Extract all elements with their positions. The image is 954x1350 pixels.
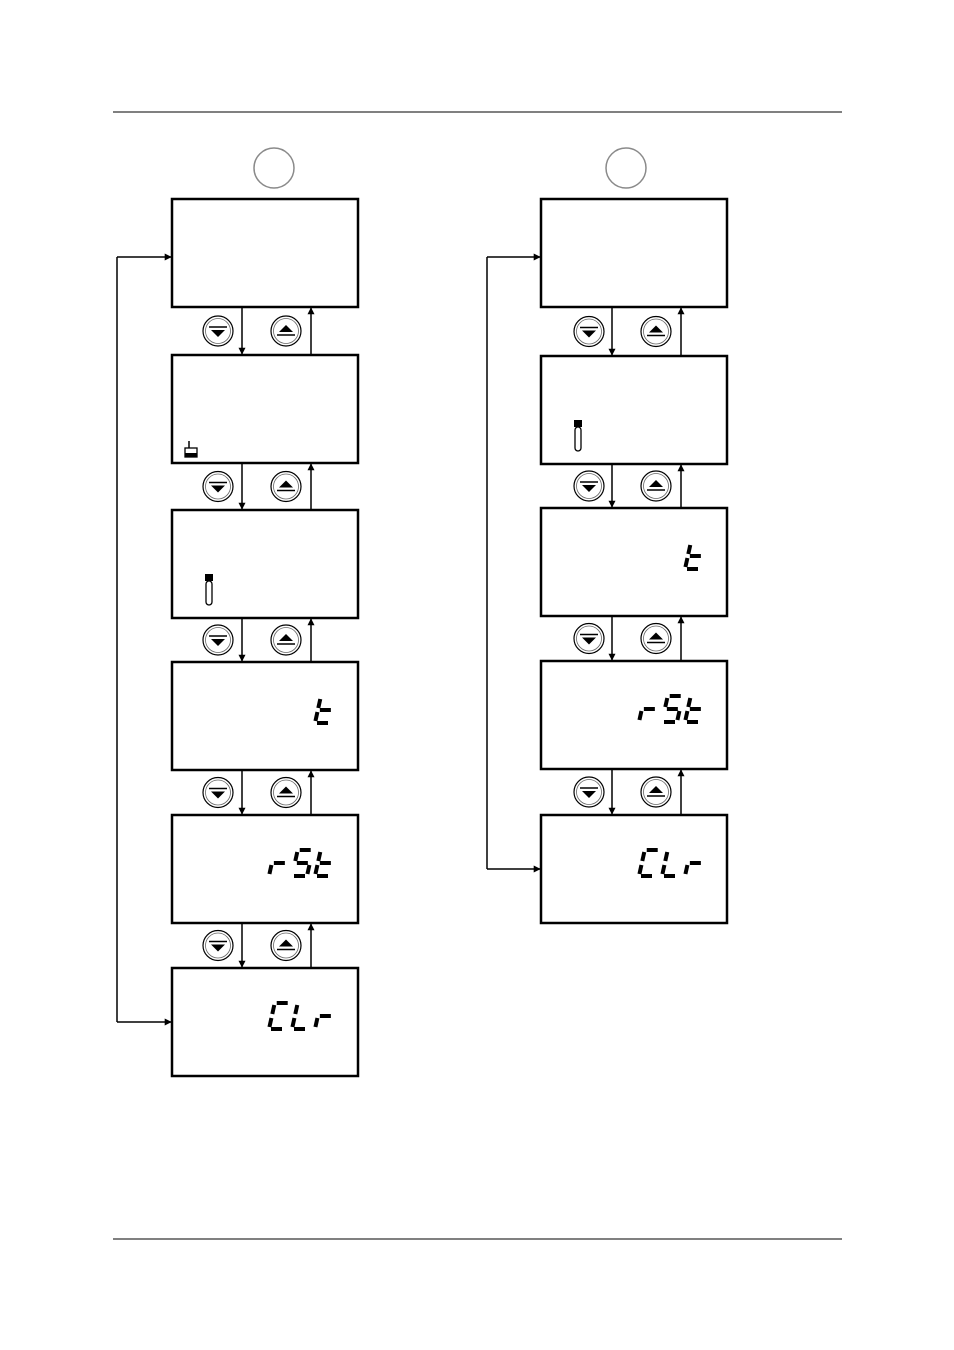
probe-icon bbox=[205, 574, 213, 605]
up-key-icon[interactable] bbox=[271, 625, 301, 655]
segment bbox=[292, 1018, 294, 1027]
step-badge bbox=[254, 148, 294, 188]
menu-column-2: trStCLr bbox=[487, 148, 727, 923]
segment bbox=[639, 711, 641, 720]
screen-frame bbox=[172, 815, 358, 923]
segment bbox=[295, 1005, 297, 1014]
screen-frame bbox=[172, 968, 358, 1076]
display-screen-3: t bbox=[541, 508, 727, 661]
segment bbox=[665, 852, 667, 861]
down-key-icon[interactable] bbox=[574, 317, 604, 347]
screen-frame bbox=[172, 199, 358, 307]
up-key-icon[interactable] bbox=[271, 778, 301, 808]
probe-cap bbox=[205, 574, 213, 581]
display-screen-6: CLr bbox=[172, 968, 358, 1076]
screen-frame bbox=[541, 199, 727, 307]
up-key-icon[interactable] bbox=[271, 472, 301, 502]
beaker-liquid bbox=[185, 453, 197, 457]
display-screen-1 bbox=[172, 199, 358, 355]
down-key-icon[interactable] bbox=[574, 777, 604, 807]
up-key-icon[interactable] bbox=[271, 931, 301, 961]
up-key-icon[interactable] bbox=[271, 316, 301, 346]
down-key-icon[interactable] bbox=[574, 624, 604, 654]
segment bbox=[269, 1018, 271, 1027]
segment bbox=[688, 698, 690, 707]
screen-frame bbox=[541, 815, 727, 923]
probe-tube bbox=[206, 581, 212, 605]
segment bbox=[688, 545, 690, 554]
segment bbox=[662, 865, 664, 874]
segment bbox=[665, 698, 667, 707]
display-screen-4: t bbox=[172, 662, 358, 815]
display-screen-5: rSt bbox=[172, 815, 358, 968]
down-key-icon[interactable] bbox=[203, 778, 233, 808]
segment bbox=[315, 865, 317, 874]
segment bbox=[318, 699, 320, 708]
screen-frame bbox=[172, 355, 358, 463]
probe-tube bbox=[575, 427, 581, 451]
down-key-icon[interactable] bbox=[203, 931, 233, 961]
down-key-icon[interactable] bbox=[203, 472, 233, 502]
up-key-icon[interactable] bbox=[641, 777, 671, 807]
step-badge bbox=[606, 148, 646, 188]
down-key-icon[interactable] bbox=[203, 316, 233, 346]
display-screen-5: CLr bbox=[541, 815, 727, 923]
up-key-icon[interactable] bbox=[641, 624, 671, 654]
display-screen-1 bbox=[541, 199, 727, 356]
screen-frame bbox=[541, 508, 727, 616]
display-screen-4: rSt bbox=[541, 661, 727, 815]
segment bbox=[315, 1018, 317, 1027]
segment bbox=[685, 865, 687, 874]
screen-frame bbox=[172, 510, 358, 618]
menu-column-1: trStCLr bbox=[117, 148, 358, 1076]
segment bbox=[685, 711, 687, 720]
up-key-icon[interactable] bbox=[641, 471, 671, 501]
segment bbox=[685, 558, 687, 567]
segment bbox=[315, 712, 317, 721]
segment bbox=[307, 865, 309, 874]
probe-icon bbox=[574, 420, 582, 451]
segment bbox=[642, 852, 644, 861]
segment bbox=[318, 852, 320, 861]
down-key-icon[interactable] bbox=[203, 625, 233, 655]
display-screen-3 bbox=[172, 510, 358, 662]
segment bbox=[639, 865, 641, 874]
segment bbox=[272, 1005, 274, 1014]
segment bbox=[677, 711, 679, 720]
probe-cap bbox=[574, 420, 582, 427]
screen-frame bbox=[541, 356, 727, 464]
up-key-icon[interactable] bbox=[641, 317, 671, 347]
segment bbox=[269, 865, 271, 874]
display-screen-2 bbox=[541, 356, 727, 508]
screen-frame bbox=[541, 661, 727, 769]
down-key-icon[interactable] bbox=[574, 471, 604, 501]
screen-frame bbox=[172, 662, 358, 770]
display-screen-2 bbox=[172, 355, 358, 510]
segment bbox=[295, 852, 297, 861]
